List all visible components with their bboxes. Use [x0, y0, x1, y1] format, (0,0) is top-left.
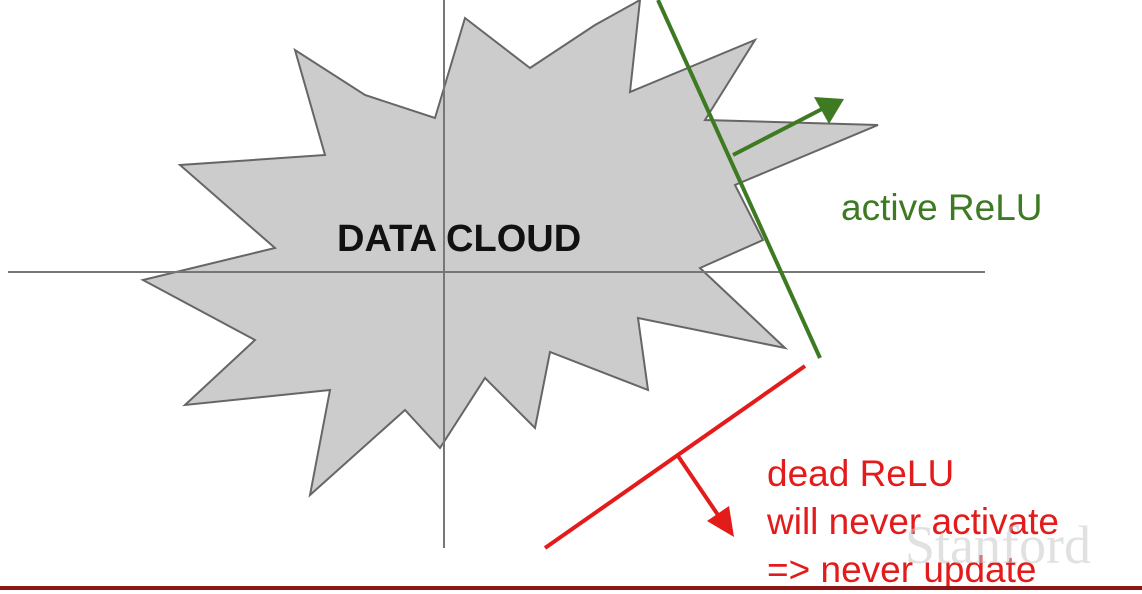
active-relu-label: active ReLU	[841, 187, 1043, 228]
dead-relu-label: dead ReLU will never activate => never u…	[767, 450, 1059, 594]
data-cloud-shape	[140, 0, 879, 498]
dead-relu-arrow-shaft	[676, 454, 720, 517]
active-relu-arrowhead	[814, 97, 844, 124]
active-relu-arrow-shaft	[732, 107, 823, 157]
dead-relu-line-2: will never activate	[767, 501, 1060, 542]
bottom-accent-bar	[0, 586, 1142, 590]
dead-relu-arrowhead	[707, 506, 734, 537]
dead-relu-line-1: dead ReLU	[767, 453, 955, 494]
active-relu-line	[656, 0, 822, 359]
data-cloud-label: DATA CLOUD	[337, 218, 582, 260]
stanford-watermark-logo: Stanford	[905, 515, 1091, 575]
dead-relu-line-3: => never update	[767, 549, 1037, 590]
dead-relu-line	[543, 364, 807, 550]
